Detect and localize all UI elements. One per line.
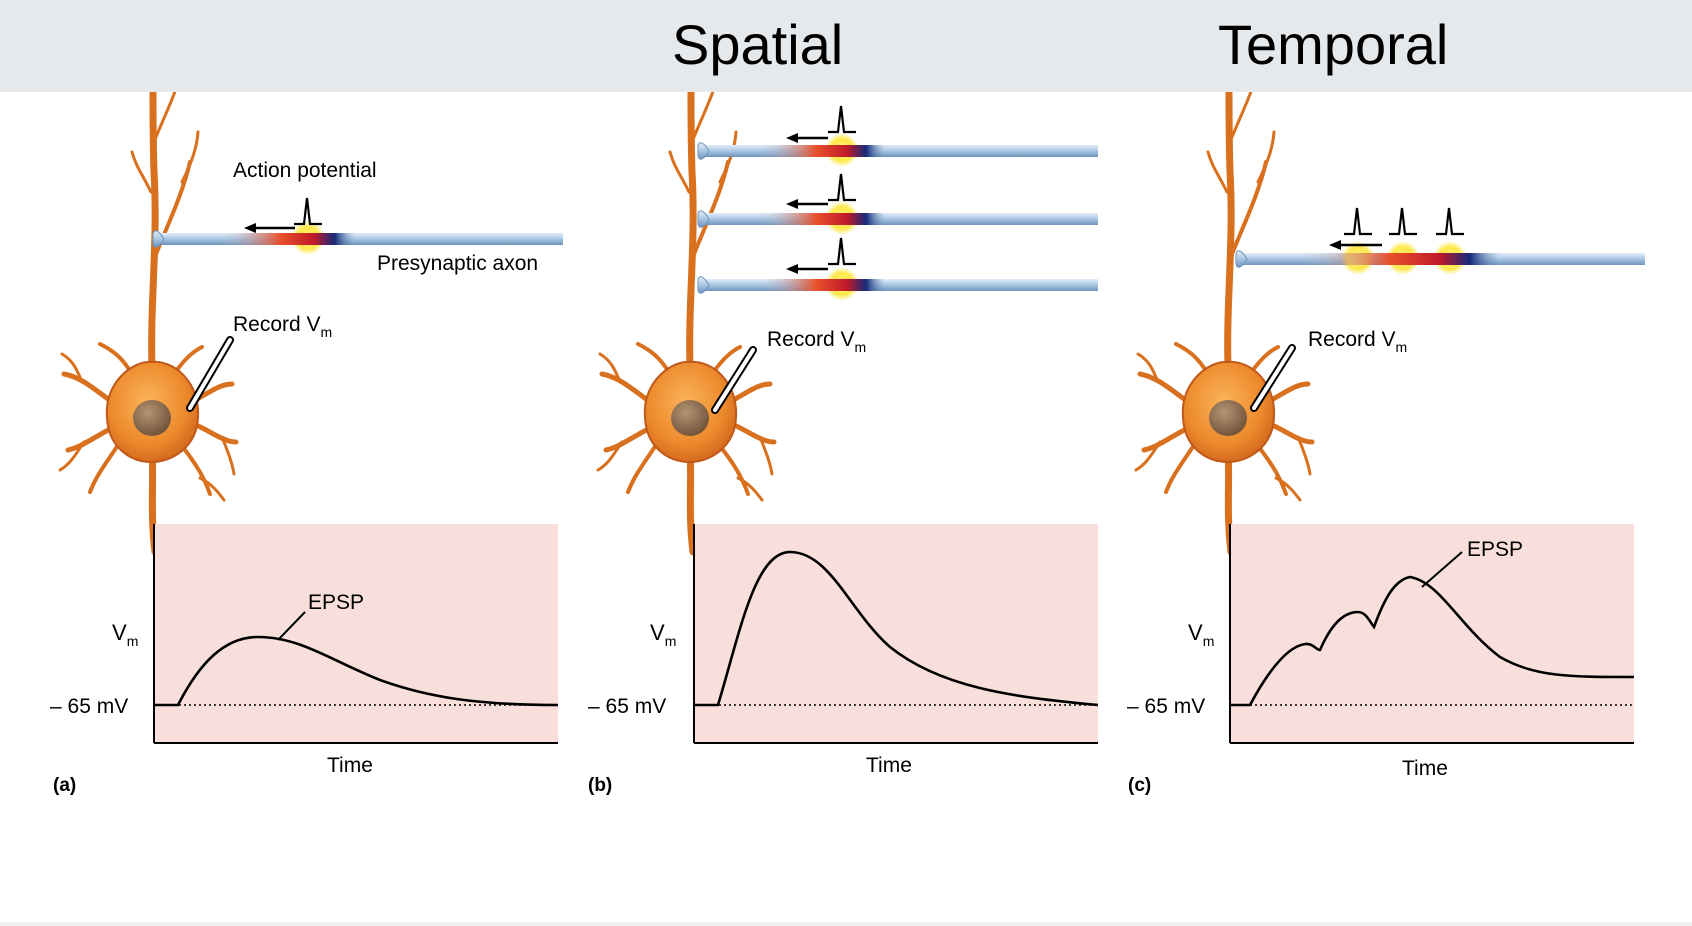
time-axis-label-b: Time [866,754,912,777]
header-bar: Spatial Temporal [0,0,1692,92]
epsp-label-a: EPSP [308,591,364,614]
electrode-c [1250,344,1296,412]
presynaptic-axon-b1 [697,133,1098,167]
action-potential-spike-icon [1342,206,1374,236]
time-axis-label-a: Time [327,754,373,777]
svg-text:Record Vm: Record Vm [233,313,332,340]
action-potential-spike-icon [1434,206,1466,236]
panel-b: Record Vm Vm – 65 mV Time (b) [588,92,1099,796]
svg-text:Record Vm: Record Vm [1308,328,1407,355]
epsp-trace-b [694,550,1099,707]
arrow-left-icon [786,199,798,209]
arrow-left-icon [1329,240,1341,250]
action-potential-label: Action potential [233,159,377,182]
action-potential-spike-icon [1387,206,1419,236]
record-label-c: Record V [1308,328,1396,351]
action-potential-spike-icon [826,236,858,266]
presynaptic-axon-b2 [697,201,1098,235]
postsynaptic-neuron-c [1136,92,1312,552]
graph-area-c [1230,524,1634,743]
graph-area-b [694,524,1098,743]
panel-a: Action potential Presynaptic axon Record… [50,92,563,796]
presynaptic-axon-b3 [697,267,1098,301]
presynaptic-axon-label: Presynaptic axon [377,252,538,275]
svg-text:Record Vm: Record Vm [767,328,866,355]
time-axis-label-c: Time [1402,757,1448,780]
temporal-title: Temporal [1218,13,1449,76]
record-label-b: Record V [767,328,855,351]
epsp-label-c: EPSP [1467,538,1523,561]
epsp-trace-c [1230,575,1635,707]
postsynaptic-neuron-b [598,92,774,552]
action-potential-spike-icon [292,196,324,226]
epsp-trace-a [154,635,559,707]
svg-text:Vm: Vm [1188,620,1214,649]
vm-axis-label-a: V [112,620,127,645]
baseline-label-b: – 65 mV [588,695,666,718]
presynaptic-axon-c [1235,241,1645,275]
arrow-left-icon [786,133,798,143]
action-potential-spike-icon [826,172,858,202]
figure-panel: Action potential Presynaptic axon Record… [0,92,1692,922]
electrode-b [711,346,757,414]
graph-area-a [154,524,558,743]
vm-axis-label-b: V [650,620,665,645]
baseline-label-a: – 65 mV [50,695,128,718]
baseline-label-c: – 65 mV [1127,695,1205,718]
arrow-left-icon [244,223,256,233]
vm-axis-label-c: V [1188,620,1203,645]
panel-letter-c: (c) [1128,775,1151,796]
postsynaptic-neuron-a [60,92,236,552]
action-potential-spike-icon [826,104,858,134]
presynaptic-axon-a [152,221,563,255]
arrow-left-icon [786,264,798,274]
spatial-title: Spatial [672,13,844,76]
panel-letter-a: (a) [53,775,76,796]
record-label-a: Record V [233,313,321,336]
svg-text:Vm: Vm [650,620,676,649]
panel-c: Record Vm EPSP Vm – 65 mV Time (c) [1127,92,1645,796]
panel-letter-b: (b) [588,775,612,796]
svg-text:Vm: Vm [112,620,138,649]
electrode-a [186,336,234,412]
summation-diagram: Action potential Presynaptic axon Record… [50,92,1645,796]
